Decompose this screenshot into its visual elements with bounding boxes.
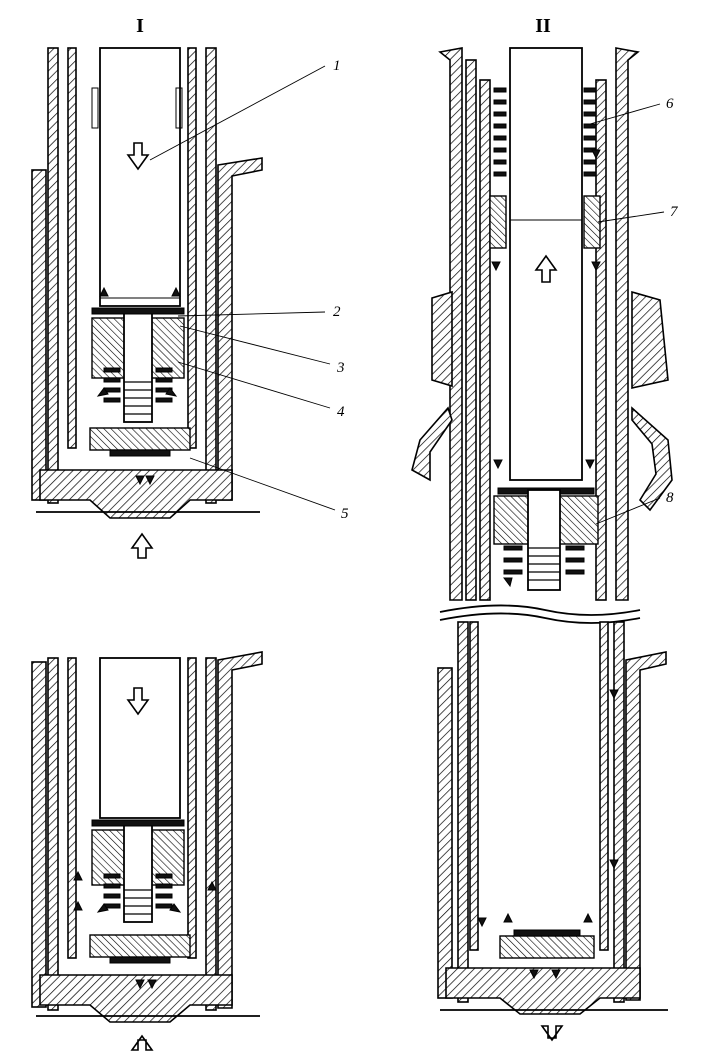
callout-1: 1 bbox=[333, 58, 341, 74]
rod-end bbox=[123, 311, 153, 423]
reservoir-tube-left bbox=[47, 47, 59, 504]
panel-2-bottom bbox=[437, 612, 668, 1042]
working-cylinder-left bbox=[67, 47, 77, 449]
reservoir-tube-right bbox=[205, 47, 217, 504]
up-arrow-ii bbox=[534, 254, 558, 283]
callout-7: 7 bbox=[670, 204, 679, 220]
section-label-1: I bbox=[136, 15, 144, 37]
callout-4: 4 bbox=[337, 404, 345, 420]
panel-1-bottom bbox=[31, 651, 263, 1051]
section-label-2: II bbox=[535, 15, 551, 37]
outer-casing-left bbox=[31, 169, 47, 501]
outer-casing-right bbox=[217, 157, 263, 501]
callout-8: 8 bbox=[666, 490, 674, 506]
down-arrow bbox=[126, 142, 150, 171]
callout-3: 3 bbox=[336, 360, 345, 376]
piston-springs bbox=[103, 367, 173, 403]
callout-2: 2 bbox=[333, 304, 341, 320]
panel-2-top bbox=[411, 47, 673, 616]
callout-6: 6 bbox=[666, 96, 674, 112]
rebound-spring bbox=[493, 87, 597, 177]
up-arrow bbox=[130, 532, 154, 559]
callout-leaders-panel-1 bbox=[149, 65, 336, 511]
down-arrow-ii bbox=[540, 1025, 564, 1042]
panel-1-top bbox=[31, 47, 263, 559]
callout-leaders-panel-2 bbox=[589, 103, 665, 525]
working-cylinder-right bbox=[187, 47, 197, 449]
rod-guide bbox=[489, 195, 507, 249]
valve-disc-2 bbox=[91, 307, 185, 315]
callout-5: 5 bbox=[341, 506, 349, 522]
piston-rod bbox=[99, 47, 181, 307]
base-cap bbox=[39, 469, 233, 519]
outer-casing-left-b bbox=[31, 661, 47, 1008]
compression-valve bbox=[89, 427, 191, 451]
